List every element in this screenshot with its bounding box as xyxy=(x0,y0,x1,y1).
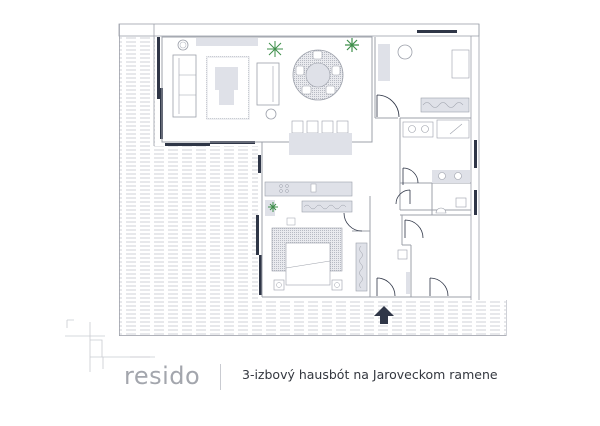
hallway xyxy=(376,219,449,297)
wc xyxy=(395,189,467,214)
desk xyxy=(378,44,390,81)
plant-icon xyxy=(345,38,359,52)
sofa-left xyxy=(172,54,197,118)
bedside xyxy=(451,49,470,79)
door-swing xyxy=(404,219,424,239)
island-counter xyxy=(289,133,352,155)
side-table-bottom xyxy=(265,108,277,120)
planter xyxy=(265,200,275,216)
door-swing xyxy=(376,277,396,297)
bar-stool xyxy=(321,120,334,134)
entrance-arrow-icon xyxy=(374,306,394,324)
nightstand xyxy=(331,279,343,291)
bar-stool xyxy=(291,120,304,134)
side-table-top xyxy=(177,39,189,51)
brand-logo: resido xyxy=(124,362,201,390)
wardrobe xyxy=(301,200,353,213)
dining-table xyxy=(305,62,331,88)
tv-console xyxy=(196,38,258,46)
bar-stool xyxy=(306,120,319,134)
bar-stool xyxy=(336,120,349,134)
door-swing xyxy=(376,94,400,118)
double-sink xyxy=(432,170,470,183)
faucet xyxy=(310,183,317,193)
tall-wardrobe xyxy=(355,242,368,292)
dining-area xyxy=(292,38,359,101)
chair xyxy=(301,85,312,95)
nightstand xyxy=(273,279,285,291)
coffee-table xyxy=(215,67,238,90)
living-room xyxy=(172,38,283,120)
armchair xyxy=(256,62,280,106)
double-bed xyxy=(285,242,331,286)
wc-sink xyxy=(435,207,447,214)
plan-caption: 3-izbový hausbót na Jaroveckom ramene xyxy=(242,367,498,382)
chair-icon xyxy=(397,44,413,60)
interior-walls xyxy=(161,36,471,298)
plant-icon xyxy=(268,202,278,212)
bathroom xyxy=(402,119,470,185)
caption-divider xyxy=(220,364,221,390)
door-swing xyxy=(395,189,411,205)
plant-icon xyxy=(267,41,283,57)
door-swing xyxy=(429,277,449,297)
chair xyxy=(312,50,323,60)
coat-rack xyxy=(406,272,410,294)
terrace-deck xyxy=(119,24,507,336)
toilet xyxy=(455,197,467,208)
shoe-cabinet xyxy=(397,249,408,260)
master-bedroom xyxy=(264,181,368,292)
shower xyxy=(436,119,470,139)
stool xyxy=(286,217,296,226)
kitchen-island xyxy=(289,120,352,155)
logo-corner-lines xyxy=(65,319,155,372)
door-swing xyxy=(343,212,363,232)
wardrobe xyxy=(420,97,470,113)
kids-room xyxy=(376,44,470,118)
chair xyxy=(295,65,305,76)
chair xyxy=(325,85,336,95)
chair xyxy=(331,65,341,76)
kitchenette-counter xyxy=(264,181,353,197)
door-swing xyxy=(402,167,419,185)
building-outline xyxy=(118,23,480,300)
